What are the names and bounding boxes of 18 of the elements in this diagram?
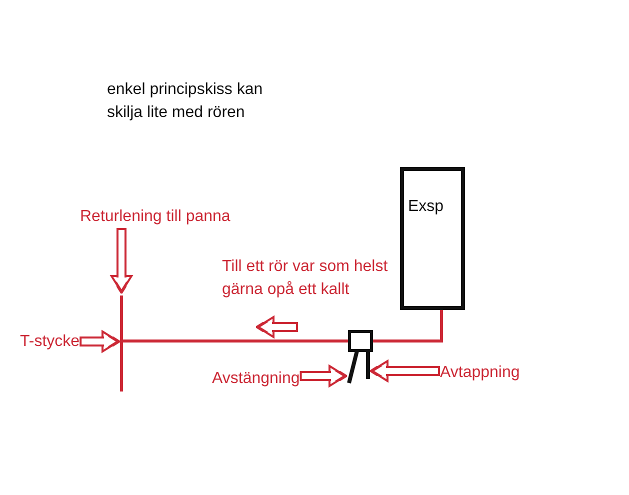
drain-pipe xyxy=(366,349,370,381)
pipe-line xyxy=(123,340,348,342)
vessel-label: Exsp xyxy=(408,197,444,217)
annotation-text: Till ett rör var som helst gärna opå ett kallt xyxy=(222,257,389,300)
callout-label: Avstängning xyxy=(212,367,300,390)
note-text: enkel principskiss kan skilja lite med rören xyxy=(107,80,264,123)
callout-label: Avtappning xyxy=(440,361,520,384)
block-arrow xyxy=(80,330,120,352)
vessel-box xyxy=(400,167,465,310)
pipe-line xyxy=(373,310,443,342)
callout-label: Returlening till panna xyxy=(80,205,230,228)
block-arrow xyxy=(300,365,347,387)
vertical-pipe xyxy=(120,294,123,392)
callout-label: T-stycke xyxy=(20,330,80,353)
block-arrow xyxy=(370,360,440,382)
block-arrow xyxy=(110,228,132,294)
valve-handle xyxy=(347,349,359,385)
valve-symbol xyxy=(348,330,373,352)
